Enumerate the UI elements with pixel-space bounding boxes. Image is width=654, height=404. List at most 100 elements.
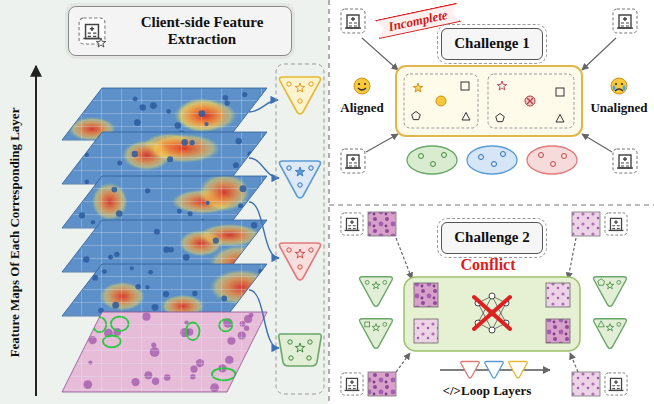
feature-map-layer — [188, 211, 193, 216]
feature-map-layer — [213, 238, 219, 244]
feature-map-layer — [181, 139, 188, 146]
loop-layers-row — [509, 361, 528, 378]
alignment-space — [396, 66, 582, 136]
feature-map-layer — [177, 209, 182, 214]
client-distributions — [492, 162, 497, 167]
status-label: Aligned — [340, 101, 383, 116]
layer-axis-arrow — [35, 66, 37, 396]
hospital-icon — [605, 373, 627, 395]
histology-thumbnail — [572, 212, 600, 236]
client-prototype — [606, 324, 614, 331]
prototype-column — [279, 77, 320, 114]
crying-face — [611, 78, 627, 94]
prototype-column — [308, 340, 312, 344]
prototype-column — [279, 243, 320, 280]
feature-map-layer — [223, 95, 229, 101]
feature-map-layer — [152, 304, 159, 311]
happy-face — [354, 78, 370, 94]
feature-map-layer — [225, 101, 230, 106]
loop-layers-row — [509, 361, 528, 378]
feature-map-layer — [233, 162, 239, 168]
feature-map-layer — [132, 151, 138, 157]
prototype-column — [295, 249, 305, 258]
crying-face — [613, 85, 616, 91]
feature-map-layer — [236, 138, 242, 144]
happy-face — [364, 83, 366, 85]
loop-layers-row — [461, 361, 480, 378]
prototype-column — [307, 356, 311, 360]
happy-face — [354, 78, 370, 94]
aggregation-region — [489, 327, 495, 333]
client-arrows — [366, 134, 398, 152]
feature-map-layer — [221, 296, 227, 302]
feature-map-layer — [91, 226, 95, 230]
feature-map-layer — [251, 222, 257, 228]
loop-label: </>Loop Layers — [443, 384, 532, 399]
client-distributions — [479, 155, 484, 160]
client-prototype — [606, 282, 614, 289]
feature-map-layer — [148, 270, 153, 275]
hospital-icon — [79, 18, 105, 44]
client-prototype — [617, 322, 621, 326]
aggregation-region — [414, 283, 438, 307]
layer-axis-arrow — [36, 66, 37, 396]
feature-map-layer — [130, 266, 134, 270]
alignment-space — [496, 114, 505, 122]
histology-layer — [62, 312, 272, 396]
alignment-space — [413, 83, 423, 92]
feature-map-layer — [111, 187, 117, 193]
aggregation-region — [546, 319, 570, 343]
prototype-column — [287, 166, 291, 170]
node-text: Challenge 1 — [454, 35, 529, 52]
feature-map-arrows — [249, 202, 279, 258]
client-prototype — [594, 277, 627, 307]
prototype-column — [287, 248, 291, 252]
feature-map-arrows — [249, 100, 279, 348]
feature-map-layer — [199, 110, 206, 117]
prototype-column — [298, 183, 302, 187]
feature-map-layer — [117, 160, 122, 165]
client-distributions — [539, 153, 544, 158]
histology-layer — [62, 312, 272, 396]
feature-map-arrows — [249, 290, 279, 348]
feature-map-layer — [166, 109, 171, 114]
alignment-space — [527, 98, 533, 104]
client-prototype — [360, 277, 627, 349]
feature-map-layer — [204, 122, 208, 126]
crying-face — [611, 78, 627, 94]
loop-layers-row — [440, 361, 550, 378]
client-distributions — [527, 146, 577, 174]
feature-map-layer — [114, 252, 119, 257]
prototype-column — [289, 356, 293, 360]
node-text: Challenge 2 — [454, 229, 529, 246]
prototype-column — [276, 64, 324, 394]
loop-layers-row — [485, 361, 504, 378]
feature-map-layer — [74, 235, 80, 241]
prototype-column — [295, 83, 305, 92]
hospital-icon — [96, 38, 106, 47]
client-prototype — [360, 277, 393, 307]
challenge-box: Challenge 1 — [441, 28, 542, 59]
aggregation-region — [404, 277, 580, 351]
histology-layer — [246, 378, 251, 383]
histology-thumbnail — [368, 372, 396, 396]
feature-map-layer — [85, 152, 89, 156]
feature-map-layer — [240, 185, 247, 192]
histology-thumbnail — [368, 212, 396, 236]
prototype-column — [288, 340, 292, 344]
feature-map-layer — [145, 188, 150, 193]
feature-map-layer — [139, 104, 146, 111]
histology-layer — [260, 340, 264, 344]
alignment-space — [556, 88, 564, 96]
feature-map-layer — [150, 102, 157, 109]
client-distributions — [562, 154, 567, 159]
feature-extraction-box: Client-side Feature Extraction — [68, 6, 292, 57]
conflict-label: Conflict — [460, 256, 515, 274]
loop-layers-row — [461, 361, 480, 378]
prototype-column — [309, 248, 313, 252]
client-distributions — [442, 153, 447, 158]
